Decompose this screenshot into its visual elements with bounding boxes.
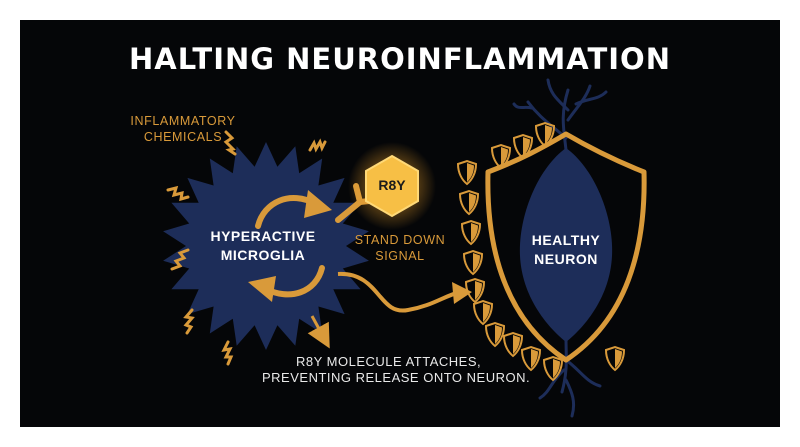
lightning-icon xyxy=(183,308,195,335)
shield-icon xyxy=(534,121,556,148)
shield-icon xyxy=(512,133,534,160)
microglia-cell xyxy=(163,142,369,350)
neuron-body xyxy=(519,148,613,342)
shield-icon xyxy=(458,189,480,216)
page-title: HALTING NEUROINFLAMMATION xyxy=(129,42,671,76)
neuron-label: HEALTHY NEURON xyxy=(531,232,601,267)
shield-icon xyxy=(485,131,647,363)
lightning-icon xyxy=(221,340,234,366)
shield-icon xyxy=(502,331,524,358)
molecule-label: R8Y xyxy=(378,177,406,193)
arrow-icon xyxy=(304,190,332,218)
inflammatory-chemicals-label: INFLAMMATORY CHEMICALS xyxy=(130,114,236,144)
arrow-icon xyxy=(452,282,472,304)
neuron-axon xyxy=(538,336,602,418)
diagram-panel: HALTING NEUROINFLAMMATION INFLAMMATORY C… xyxy=(20,20,780,427)
shield-icon xyxy=(464,277,486,304)
lightning-icon xyxy=(223,130,237,156)
lightning-icon xyxy=(170,248,190,271)
signal-arrow xyxy=(337,271,461,313)
shield-icon xyxy=(490,143,512,170)
shield-icon xyxy=(484,321,506,348)
hexagon-icon xyxy=(365,154,419,218)
arrow-icon xyxy=(307,315,330,349)
diagram-graphics xyxy=(163,78,647,418)
arrow-icon xyxy=(248,276,276,302)
lightning-icon xyxy=(166,185,190,202)
inflammatory-chemical-icons xyxy=(166,130,327,366)
shield-icon xyxy=(456,159,478,186)
neuron-dendrites xyxy=(512,78,608,152)
stand-down-signal-label: STAND DOWN SIGNAL xyxy=(354,233,446,263)
microglia-label: HYPERACTIVE MICROGLIA xyxy=(210,228,316,263)
shield-icon xyxy=(460,219,482,246)
shield-icon xyxy=(604,345,626,372)
caption: R8Y MOLECULE ATTACHES, PREVENTING RELEAS… xyxy=(262,354,531,385)
shield-icon xyxy=(472,299,494,326)
lightning-icon xyxy=(308,138,327,153)
shield-icon xyxy=(520,345,542,372)
shield-icon xyxy=(542,355,564,382)
small-shields xyxy=(456,121,626,382)
shield-icon xyxy=(462,249,484,276)
